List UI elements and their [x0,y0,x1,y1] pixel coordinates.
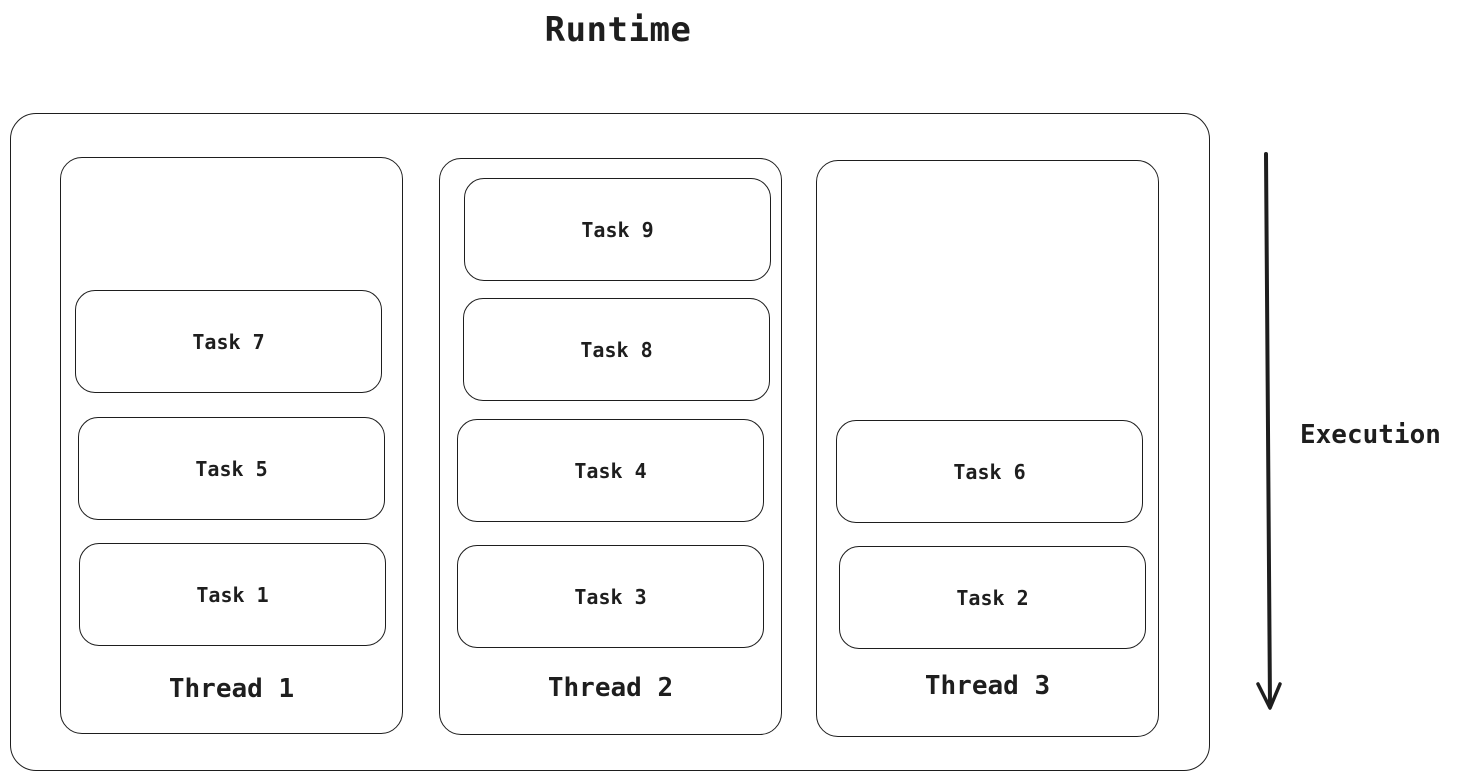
execution-arrow-icon [1256,152,1282,710]
task-label: Task 7 [192,329,265,354]
task-box: Task 9 [464,178,771,281]
task-box: Task 3 [457,545,764,648]
task-label: Task 8 [580,337,653,362]
task-box: Task 6 [836,420,1143,523]
task-label: Task 5 [195,456,268,481]
execution-label: Execution [1300,420,1441,450]
task-label: Task 4 [574,458,647,483]
task-box: Task 5 [78,417,385,520]
task-label: Task 6 [953,459,1026,484]
diagram-title: Runtime [544,10,692,50]
task-label: Task 9 [581,217,654,242]
thread-label: Thread 2 [547,673,674,703]
task-label: Task 2 [956,585,1029,610]
task-box: Task 8 [463,298,770,401]
thread-3-container: Task 6 Task 2 Thread 3 [816,160,1159,737]
runtime-container [10,113,1210,771]
thread-2-container: Task 9 Task 8 Task 4 Task 3 Thread 2 [439,158,782,735]
thread-label: Thread 1 [168,674,295,704]
task-box: Task 4 [457,419,764,522]
task-box: Task 2 [839,546,1146,649]
task-box: Task 1 [79,543,386,646]
thread-label: Thread 3 [924,671,1051,701]
task-label: Task 3 [574,584,647,609]
task-label: Task 1 [196,582,269,607]
thread-1-container: Task 7 Task 5 Task 1 Thread 1 [60,157,403,734]
task-box: Task 7 [75,290,382,393]
